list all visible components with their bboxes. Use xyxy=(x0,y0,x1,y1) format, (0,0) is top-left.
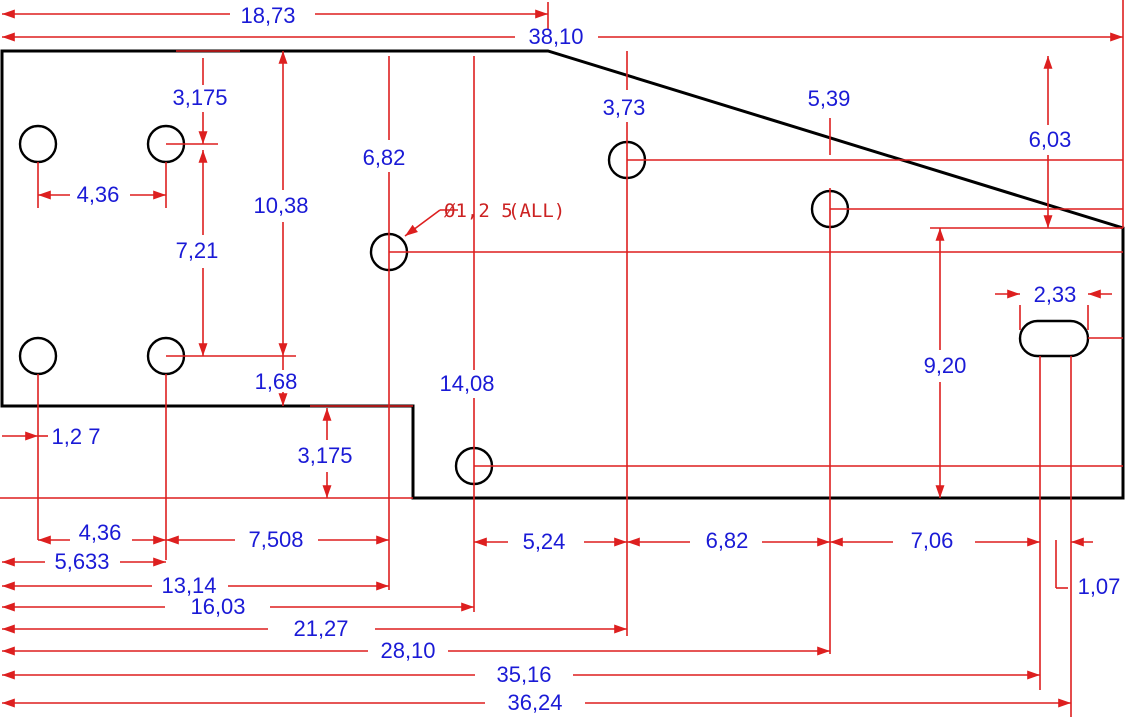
dim-5-24: 5,24 xyxy=(523,529,566,554)
dim-3-175-bottom: 3,175 xyxy=(297,443,352,468)
slot xyxy=(1018,319,1090,358)
dim-14-08: 14,08 xyxy=(439,371,494,396)
dim-2-33: 2,33 xyxy=(1034,282,1077,307)
dim-38-10: 38,10 xyxy=(528,24,583,49)
dim-3-175-top: 3,175 xyxy=(172,85,227,110)
hole-callout: Ø1,2 5 (ALL) xyxy=(444,200,565,222)
hole-1 xyxy=(18,124,58,164)
dim-7-06: 7,06 xyxy=(911,528,954,553)
dim-9-20: 9,20 xyxy=(924,353,967,378)
dim-1-27: 1,2 7 xyxy=(52,424,101,449)
dim-7-21: 7,21 xyxy=(176,238,219,263)
dim-18-73: 18,73 xyxy=(240,3,295,28)
dim-16-03: 16,03 xyxy=(190,594,245,619)
dim-5-39: 5,39 xyxy=(808,86,851,111)
dim-4-36-bottom: 4,36 xyxy=(79,520,122,545)
dim-5-633: 5,633 xyxy=(54,549,109,574)
hole-3 xyxy=(18,336,58,376)
hole-diameter-note: Ø1,2 5 xyxy=(444,200,513,222)
dim-28-10: 28,10 xyxy=(380,638,435,663)
dim-10-38: 10,38 xyxy=(253,193,308,218)
dimension-labels: 18,73 38,10 3,175 4,36 7,21 10,38 6,82 3… xyxy=(52,3,1121,715)
dim-1-68: 1,68 xyxy=(255,369,298,394)
part-outline xyxy=(0,49,1125,500)
dim-3-73: 3,73 xyxy=(603,95,646,120)
dim-6-82-v: 6,82 xyxy=(363,145,406,170)
dim-21-27: 21,27 xyxy=(293,616,348,641)
dim-35-16: 35,16 xyxy=(496,662,551,687)
dim-6-82-h: 6,82 xyxy=(706,528,749,553)
holes xyxy=(18,124,1090,486)
dim-4-36-top: 4,36 xyxy=(77,182,120,207)
dim-13-14: 13,14 xyxy=(161,573,216,598)
dim-6-03: 6,03 xyxy=(1029,127,1072,152)
dim-1-07: 1,07 xyxy=(1078,574,1121,599)
dim-7-508: 7,508 xyxy=(248,527,303,552)
hole-note-suffix: (ALL) xyxy=(508,200,565,222)
dim-36-24: 36,24 xyxy=(507,690,562,715)
